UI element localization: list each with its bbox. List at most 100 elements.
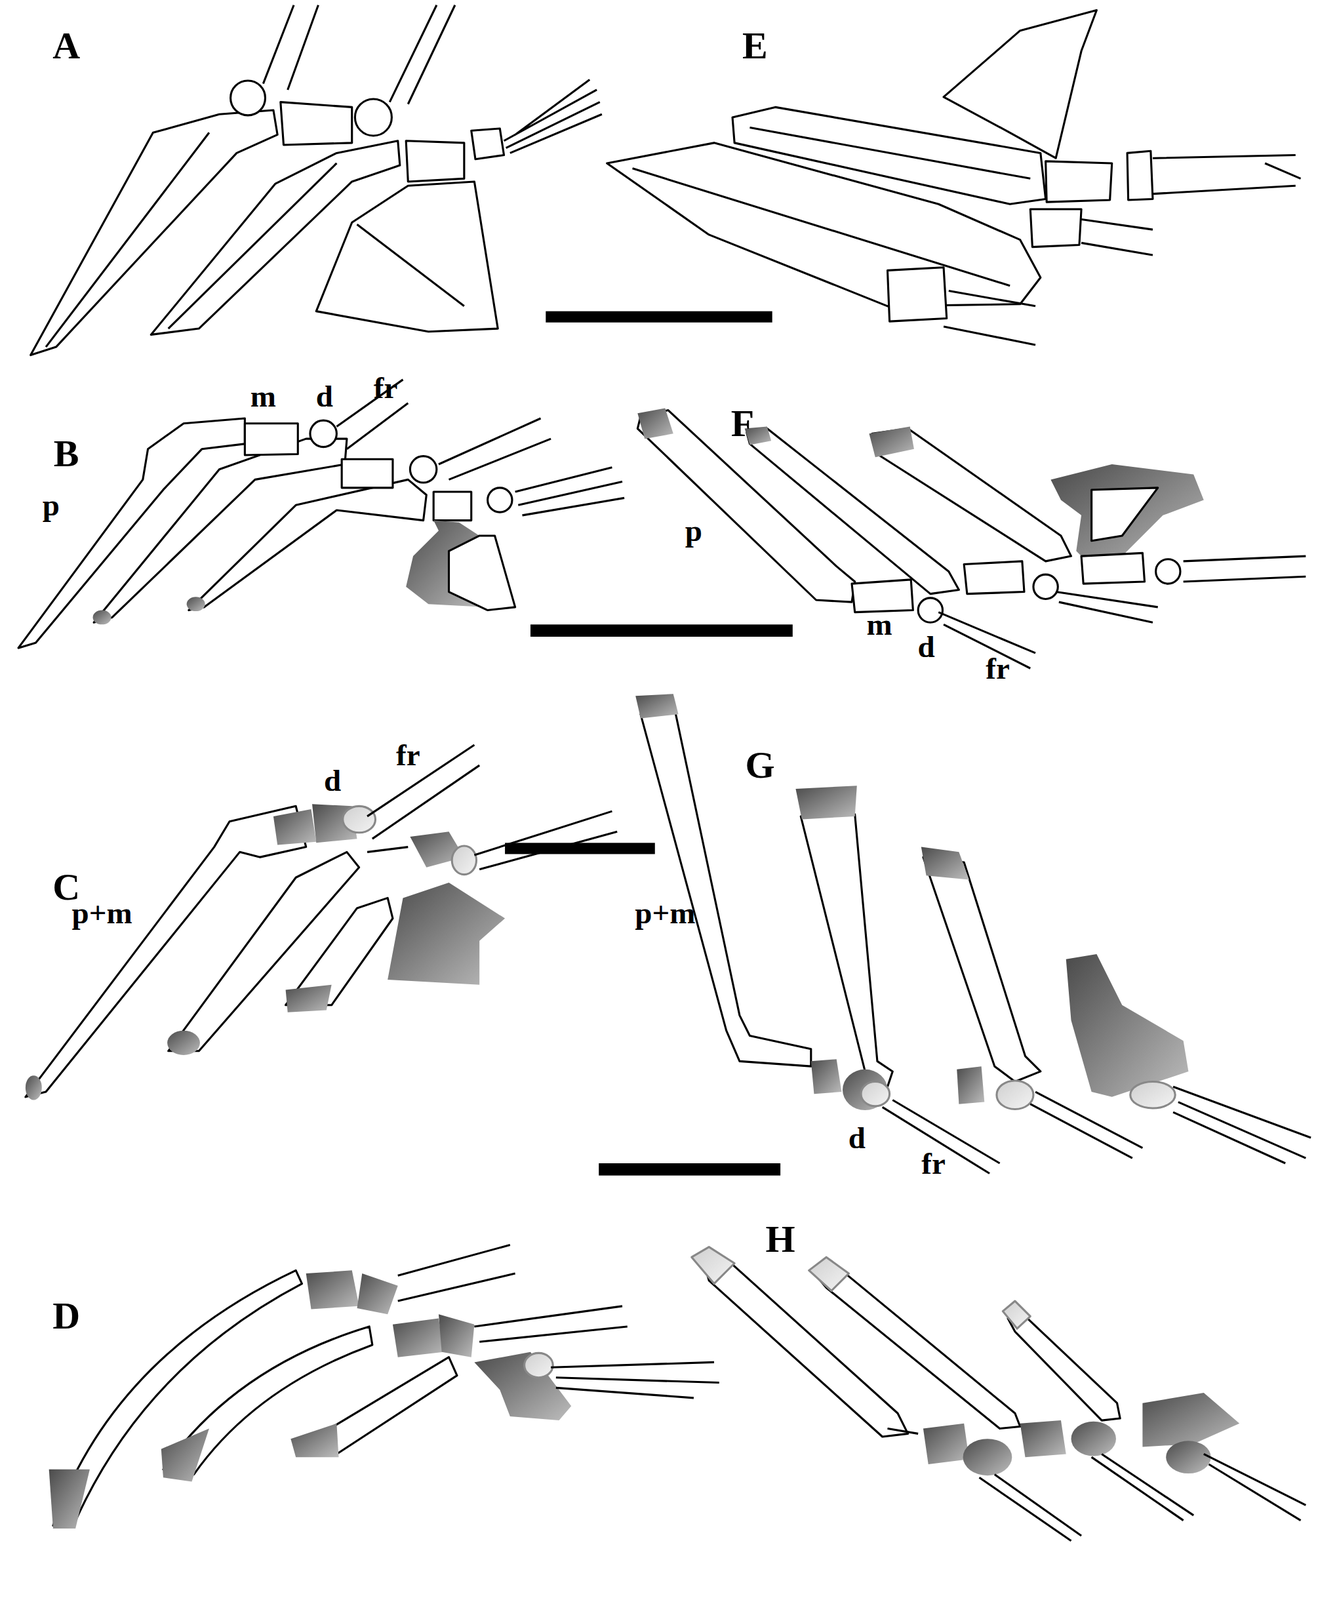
bone-outline [449,535,516,611]
panel-g [635,693,1311,1174]
bone-outline [341,459,393,488]
bone-outline [1020,1420,1067,1458]
bone-outline [1091,487,1159,541]
bone-outline [598,1163,781,1176]
bone-outline [405,140,465,182]
bone-outline [1152,155,1301,195]
bone-outline [996,1080,1034,1110]
bone-outline [921,847,970,880]
panel-letter: H [765,1220,796,1259]
bone-outline [1127,150,1153,200]
panel-letter: E [742,26,768,65]
bone-outline [25,1075,42,1100]
bone-outline [18,418,245,648]
panel-letter: F [731,404,755,443]
bone-outline [1081,552,1145,584]
bone-outline [1045,161,1113,202]
bone-outline [851,579,913,613]
bone-outline [230,80,266,116]
bone-outline [487,487,513,513]
part-label: fr [396,739,421,771]
bone-outline [93,610,112,625]
panel-d [49,1244,720,1529]
bone-outline [474,1352,572,1421]
bone-outline [1156,559,1181,584]
bone-outline [1030,209,1082,248]
bone-outline [306,1270,360,1309]
bone-outline [963,561,1025,595]
bone-outline [316,181,498,332]
bone-outline [1142,1392,1240,1447]
bone-outline [1066,954,1189,1098]
bone-outline [1033,574,1058,599]
bone-outline [1002,1300,1031,1329]
bone-outline [504,79,602,153]
bone-outline [800,814,893,1087]
part-label: fr [373,372,399,404]
panel-c [25,744,618,1101]
bone-outline [887,1428,1306,1541]
panel-letter: G [744,746,775,785]
bone-outline [860,1081,890,1106]
bone-outline [811,1058,842,1094]
bone-outline [285,984,332,1013]
panel-letter: B [53,434,80,473]
bone-outline [504,842,656,854]
panel-h [691,1247,1307,1541]
panel-b [18,379,625,648]
bone-outline [186,596,206,612]
bone-outline [357,1273,399,1315]
bone-outline [161,1428,210,1482]
part-label: m [250,380,277,412]
bone-outline [795,785,857,819]
bone-outline [433,491,472,521]
bone-outline [943,219,1153,345]
bone-outline [290,1423,339,1458]
bone-outline [1050,464,1204,567]
part-label: fr [921,1147,946,1179]
part-label: d [316,380,334,412]
bone-outline [703,1257,908,1437]
bone-outline [438,1314,475,1357]
bone-outline [471,128,505,160]
bone-outline [1071,1421,1117,1457]
panel-e [607,10,1301,345]
bone-outline [918,598,943,623]
bone-outline [168,163,338,329]
bone-outline [882,1086,1311,1174]
bone-outline [923,1423,970,1465]
bone-outline [816,1270,1021,1429]
bone-outline [262,5,455,105]
bone-outline [409,456,437,483]
panel-a [30,5,602,356]
bone-outline [49,1469,90,1529]
bone-outline [530,624,793,637]
bone-outline [392,1318,444,1358]
bone-outline [1130,1081,1176,1108]
bone-outline [1165,1440,1211,1474]
part-label: m [866,609,892,640]
bone-outline [451,845,477,875]
bone-outline [354,99,392,136]
bone-outline [524,1352,554,1378]
bone-outline [310,420,337,447]
part-label: p [685,514,703,546]
bone-outline [956,1066,985,1105]
bone-outline [635,693,679,719]
bone-outline [545,311,772,323]
bone-outline [188,479,427,610]
bone-outline [273,809,317,845]
bone-outline [938,556,1306,669]
part-label: d [918,631,936,663]
bone-outline [637,407,673,439]
bone-outline [336,379,551,480]
bone-outline [357,224,465,306]
bone-outline [887,267,947,322]
part-label: p [42,489,60,521]
bone-outline [963,1438,1013,1476]
bone-outline [167,1030,200,1056]
bone-outline [923,857,1041,1082]
scale-bars [504,311,793,1176]
bone-outline [1007,1316,1120,1421]
